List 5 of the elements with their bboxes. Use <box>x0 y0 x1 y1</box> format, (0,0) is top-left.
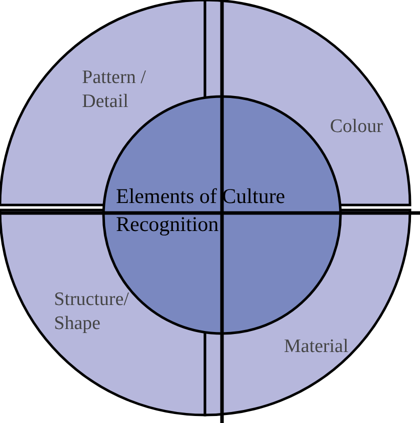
segment-label: Material <box>284 335 350 359</box>
center-label: Elements of Culture Recognition <box>116 183 286 238</box>
segment-label: Structure/ Shape <box>54 288 130 336</box>
segment-label: Pattern / Detail <box>82 66 147 114</box>
segment-label: Colour <box>330 115 384 139</box>
